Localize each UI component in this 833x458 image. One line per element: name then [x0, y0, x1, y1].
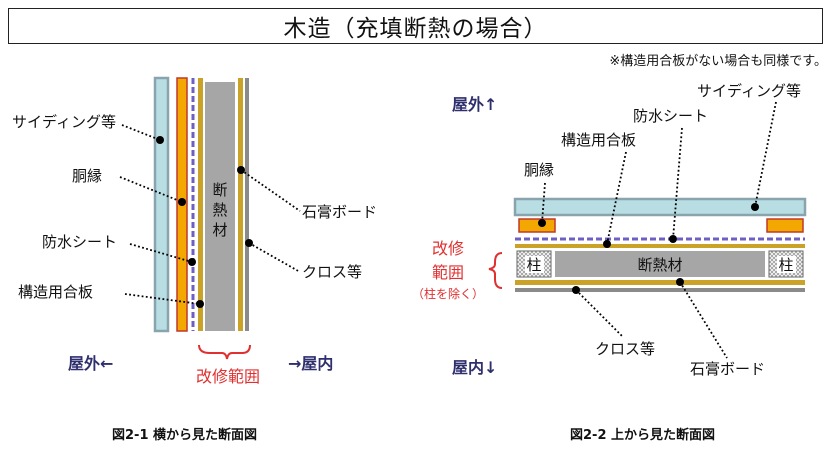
leader-gypsum — [240, 169, 301, 212]
leader-siding-top — [754, 101, 777, 208]
structural-plywood-top — [515, 244, 805, 248]
range-bracket-top — [488, 252, 503, 289]
leader-dot-gypsum-top — [676, 278, 684, 286]
leader-furring — [119, 176, 183, 203]
label-cloth: クロス等 — [302, 263, 362, 281]
leader-dot-siding — [156, 136, 164, 144]
cloth-layer-top — [515, 288, 805, 292]
note-text: ※構造用合板がない場合も同様です。 — [609, 54, 827, 69]
leader-cloth — [248, 242, 301, 273]
insulation-char-1: 断 — [212, 181, 227, 199]
title-box: 木造（充填断熱の場合） — [8, 8, 823, 44]
pillar-left-label: 柱 — [526, 256, 541, 274]
label-gypsum-top: 石膏ボード — [690, 360, 765, 378]
gypsum-board — [238, 78, 243, 331]
furring-strip-left — [518, 218, 556, 233]
label-inside-right: →屋内 — [288, 354, 333, 373]
label-gypsum: 石膏ボード — [302, 203, 377, 221]
leader-waterproof-top — [672, 127, 683, 240]
caption-fig1: 図2-1 横から見た断面図 — [112, 427, 257, 443]
insulation-layer-top — [555, 251, 765, 277]
insulation-layer — [205, 82, 235, 331]
insulation-char-2: 熱 — [212, 201, 227, 219]
label-waterproof-top: 防水シート — [633, 107, 708, 125]
label-range-side: 改修範囲 — [196, 367, 260, 386]
label-siding-top: サイディング等 — [697, 82, 801, 100]
label-furring: 胴縁 — [72, 167, 102, 185]
leader-plywood — [124, 293, 201, 305]
siding-layer-top — [513, 197, 807, 217]
label-insulation-top: 断熱材 — [637, 256, 682, 274]
label-siding: サイディング等 — [12, 113, 116, 131]
label-waterproof: 防水シート — [42, 233, 117, 251]
cloth-layer — [245, 78, 249, 331]
furring-strip-right — [766, 218, 804, 233]
leader-dot-siding-top — [751, 203, 759, 211]
leader-dot-cloth-top — [572, 286, 580, 294]
label-outside-left: 屋外← — [68, 354, 113, 373]
leader-dot-waterproof-top — [669, 235, 677, 243]
leader-gypsum-top — [679, 281, 728, 359]
label-cloth-top: クロス等 — [595, 340, 655, 358]
label-range-line1: 改修 — [432, 239, 464, 258]
leader-dot-furring — [178, 198, 186, 206]
pillar-right-label-bg — [777, 256, 796, 273]
gypsum-board-top — [515, 280, 805, 285]
structural-plywood — [198, 78, 203, 331]
leader-cloth-top — [575, 289, 623, 337]
range-bracket-side — [198, 344, 251, 360]
leader-plywood-top — [606, 151, 627, 245]
label-range-note: （柱を除く） — [412, 286, 484, 301]
leader-dot-plywood — [196, 300, 204, 308]
label-inside-bottom: 屋内↓ — [452, 358, 497, 377]
leader-dot-plywood-top — [603, 240, 611, 248]
page-title: 木造（充填断熱の場合） — [283, 16, 548, 42]
siding-layer — [153, 76, 170, 333]
leader-dot-waterproof — [188, 258, 196, 266]
label-furring-top: 胴縁 — [524, 161, 554, 179]
leader-dot-gypsum — [237, 166, 245, 174]
leader-siding — [121, 124, 161, 141]
label-range-line2: 範囲 — [432, 263, 464, 282]
label-plywood-top: 構造用合板 — [561, 131, 636, 149]
figure-side-section: 断 熱 材 サイディング等 胴縁 防水シート 構造用合板 石膏ボード クロス等 … — [12, 76, 377, 443]
pillar-left-label-bg — [525, 256, 544, 273]
label-plywood: 構造用合板 — [18, 283, 93, 301]
label-outside-top: 屋外↑ — [452, 95, 497, 114]
pillar-right-label: 柱 — [778, 256, 793, 274]
caption-fig2: 図2-2 上から見た断面図 — [570, 427, 715, 443]
figure-top-section: 屋外↑ 屋内↓ 柱 断熱材 柱 改修 範囲 （柱を除く） — [412, 82, 807, 443]
leader-dot-cloth — [245, 239, 253, 247]
insulation-char-3: 材 — [212, 221, 227, 239]
leader-dot-furring-top — [538, 219, 546, 227]
